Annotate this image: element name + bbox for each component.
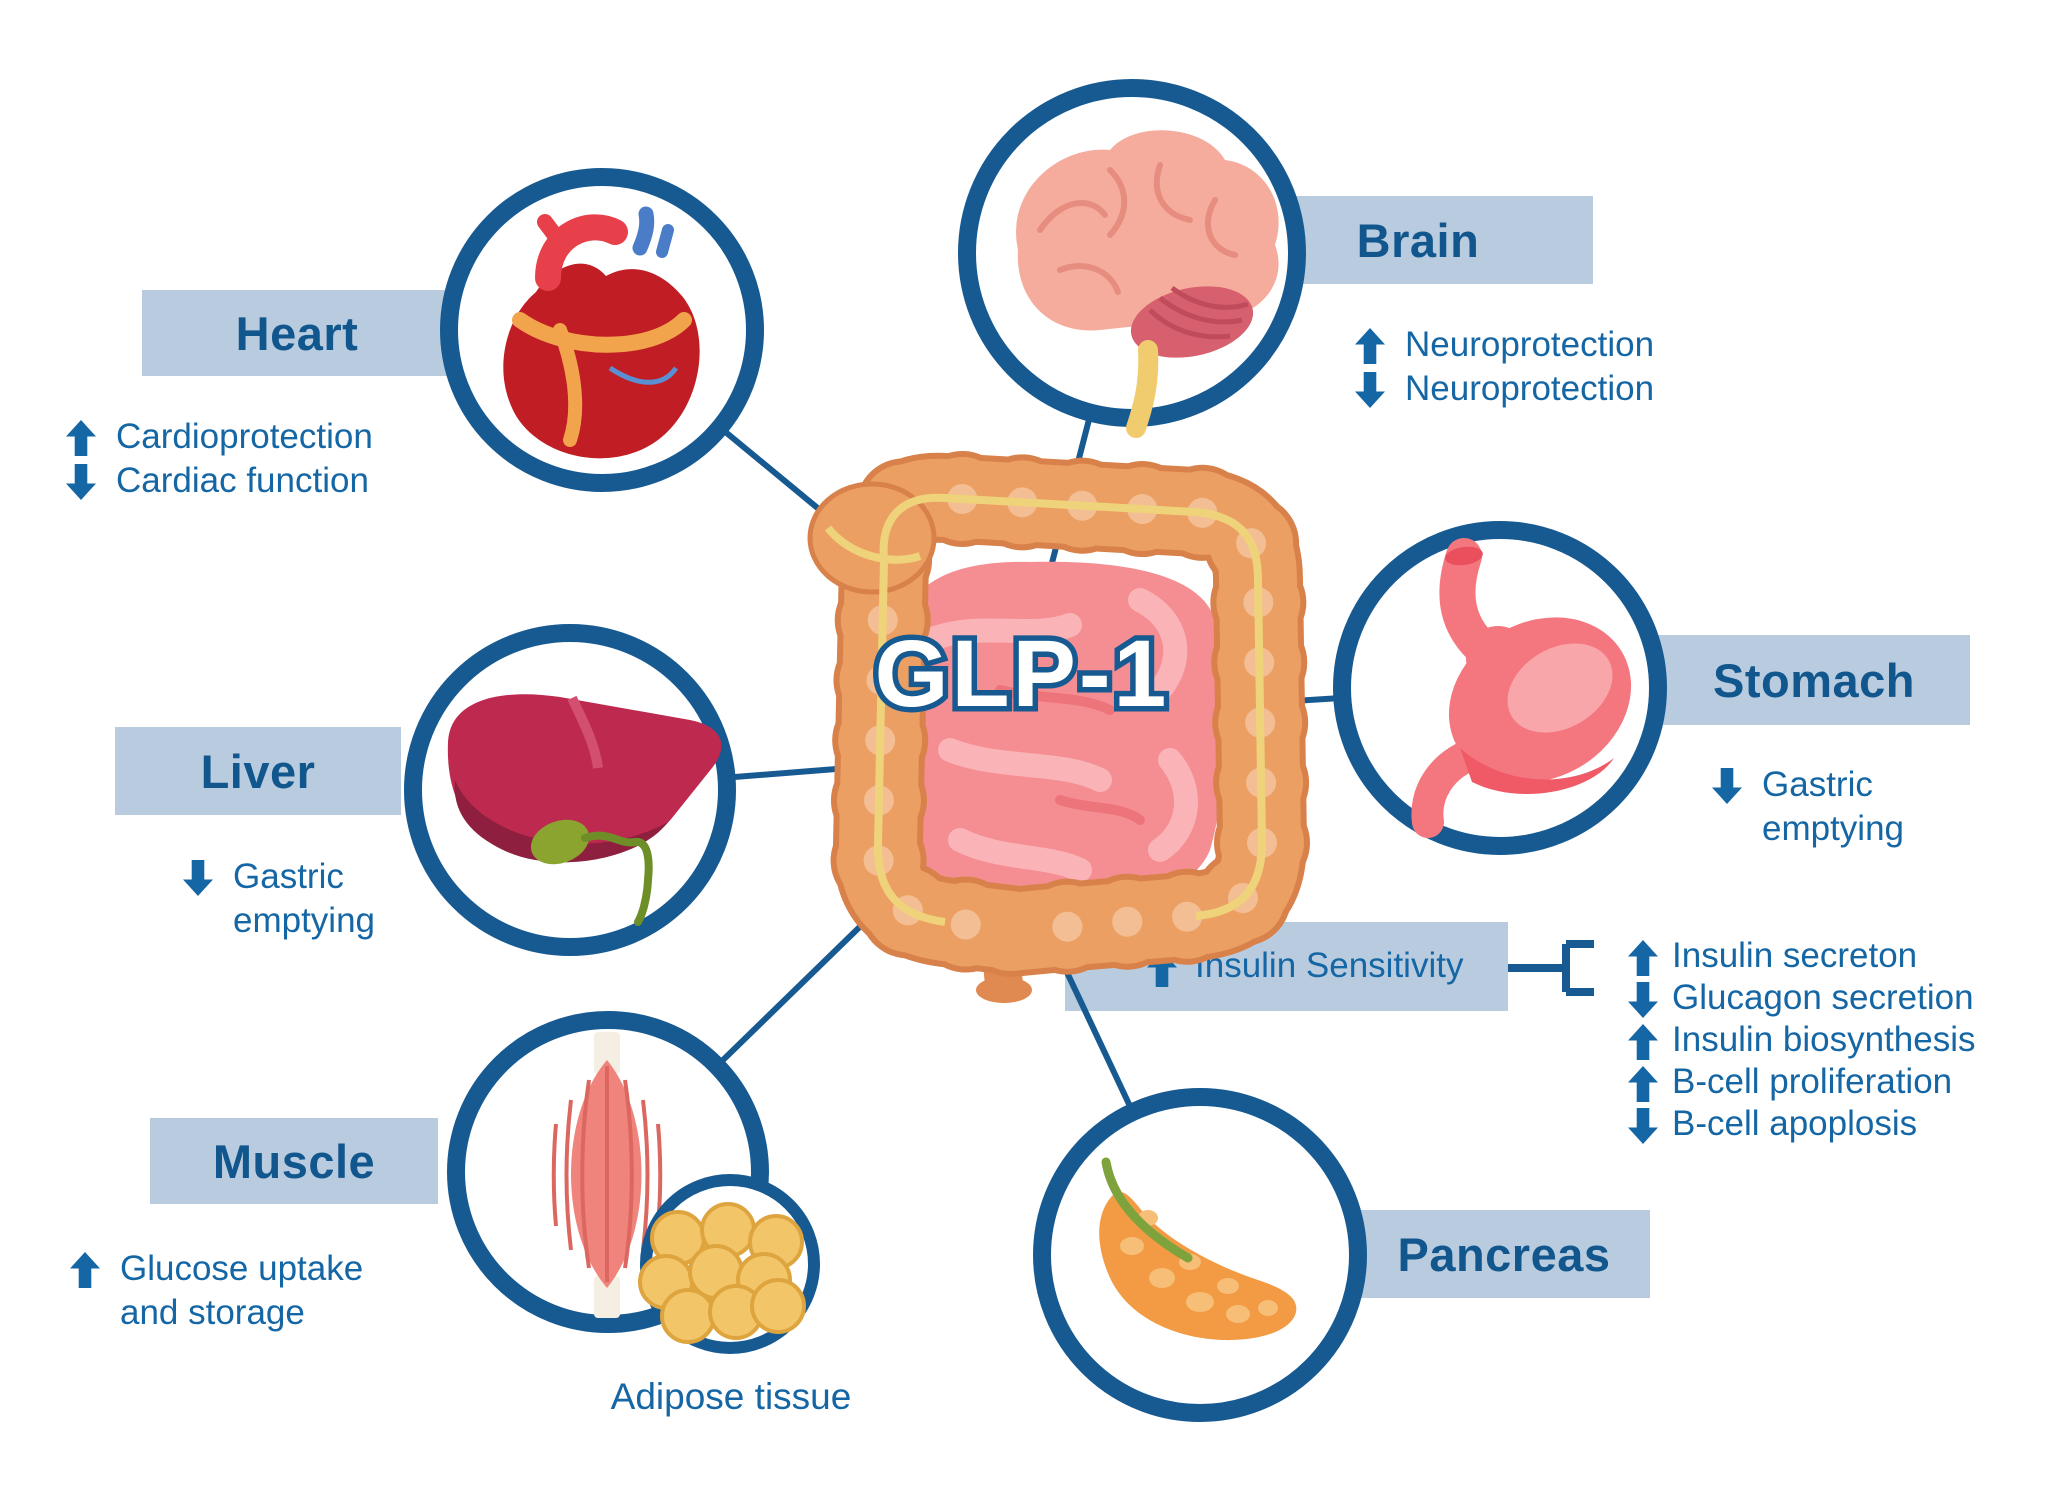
arrow-down-icon	[66, 464, 96, 500]
effect-text: Gastric emptying	[1762, 765, 1905, 848]
effect-item: Insulin biosynthesis	[1628, 1019, 1976, 1061]
effect-item: Gastric emptying	[1712, 763, 1947, 851]
heart-node	[440, 168, 764, 492]
pancreas-label: Pancreas	[1358, 1210, 1650, 1298]
brain-icon	[1016, 130, 1279, 438]
effect-item: Gastric emptying	[183, 855, 418, 943]
brain-node	[958, 79, 1306, 438]
liver-icon	[447, 694, 722, 926]
effect-text: Insulin biosynthesis	[1672, 1020, 1976, 1059]
effect-item: Cardioprotection	[66, 415, 373, 459]
effect-item: Neuroprotection	[1355, 367, 1654, 411]
pancreas-icon	[1099, 1157, 1297, 1341]
arrow-down-icon	[1628, 1108, 1658, 1144]
intestine-illustration: GLP-1	[807, 449, 1310, 1003]
stomach-effects: Gastric emptying	[1712, 763, 1947, 851]
stomach-label: Stomach	[1658, 635, 1970, 725]
effect-text: Neuroprotection	[1405, 325, 1655, 364]
heart-icon	[503, 206, 700, 459]
heart-label: Heart	[142, 290, 452, 376]
stomach-node	[1333, 521, 1667, 855]
adipose-caption: Adipose tissue	[610, 1376, 852, 1417]
arrow-down-icon	[1628, 982, 1658, 1018]
muscle-icon	[551, 1032, 663, 1318]
arrow-down-icon	[1355, 372, 1385, 408]
effect-text: Insulin secreton	[1672, 936, 1918, 975]
muscle-label: Muscle	[150, 1118, 438, 1204]
effect-text: Cardiac function	[116, 461, 369, 500]
effect-item: Glucose uptake and storage	[70, 1247, 385, 1335]
effect-text: Gastric emptying	[233, 857, 376, 940]
muscle-effects: Glucose uptake and storage	[70, 1247, 385, 1335]
liver-node	[404, 624, 736, 956]
pancreas-node	[1033, 1088, 1367, 1422]
effect-text: Neuroprotection	[1405, 369, 1655, 408]
insulin-headline-text: Insulin Sensitivity	[1195, 946, 1464, 985]
arrow-up-icon	[1628, 1066, 1658, 1102]
arrow-up-icon	[1628, 1024, 1658, 1060]
adipose-node	[638, 1174, 820, 1354]
effect-item: Insulin secreton	[1628, 935, 1976, 977]
effect-text: Glucose uptake and storage	[120, 1249, 364, 1332]
effect-text: B-cell proliferation	[1672, 1062, 1953, 1101]
brain-effects: Neuroprotection Neuroprotection	[1355, 323, 1654, 411]
stomach-icon	[1411, 538, 1632, 838]
glp1-title: GLP-1	[875, 621, 1170, 727]
effect-text: B-cell apoplosis	[1672, 1104, 1918, 1143]
arrow-down-icon	[183, 860, 213, 896]
effect-text: Cardioprotection	[116, 417, 373, 456]
arrow-up-icon	[70, 1252, 100, 1288]
effect-item: B-cell apoplosis	[1628, 1103, 1976, 1145]
effect-item: B-cell proliferation	[1628, 1061, 1976, 1103]
arrow-up-icon	[66, 420, 96, 456]
insulin-bracket	[1508, 940, 1594, 996]
arrow-up-icon	[1628, 940, 1658, 976]
liver-effects: Gastric emptying	[183, 855, 418, 943]
heart-effects: Cardioprotection Cardiac function	[66, 415, 373, 503]
insulin-effects: Insulin secreton Glucagon secretion Insu…	[1628, 935, 1976, 1145]
effect-item: Neuroprotection	[1355, 323, 1654, 367]
effect-item: Glucagon secretion	[1628, 977, 1976, 1019]
arrow-up-icon	[1355, 328, 1385, 364]
arrow-down-icon	[1712, 768, 1742, 804]
effect-item: Cardiac function	[66, 459, 373, 503]
effect-text: Glucagon secretion	[1672, 978, 1974, 1017]
adipose-icon	[638, 1202, 806, 1344]
liver-label: Liver	[115, 727, 401, 815]
